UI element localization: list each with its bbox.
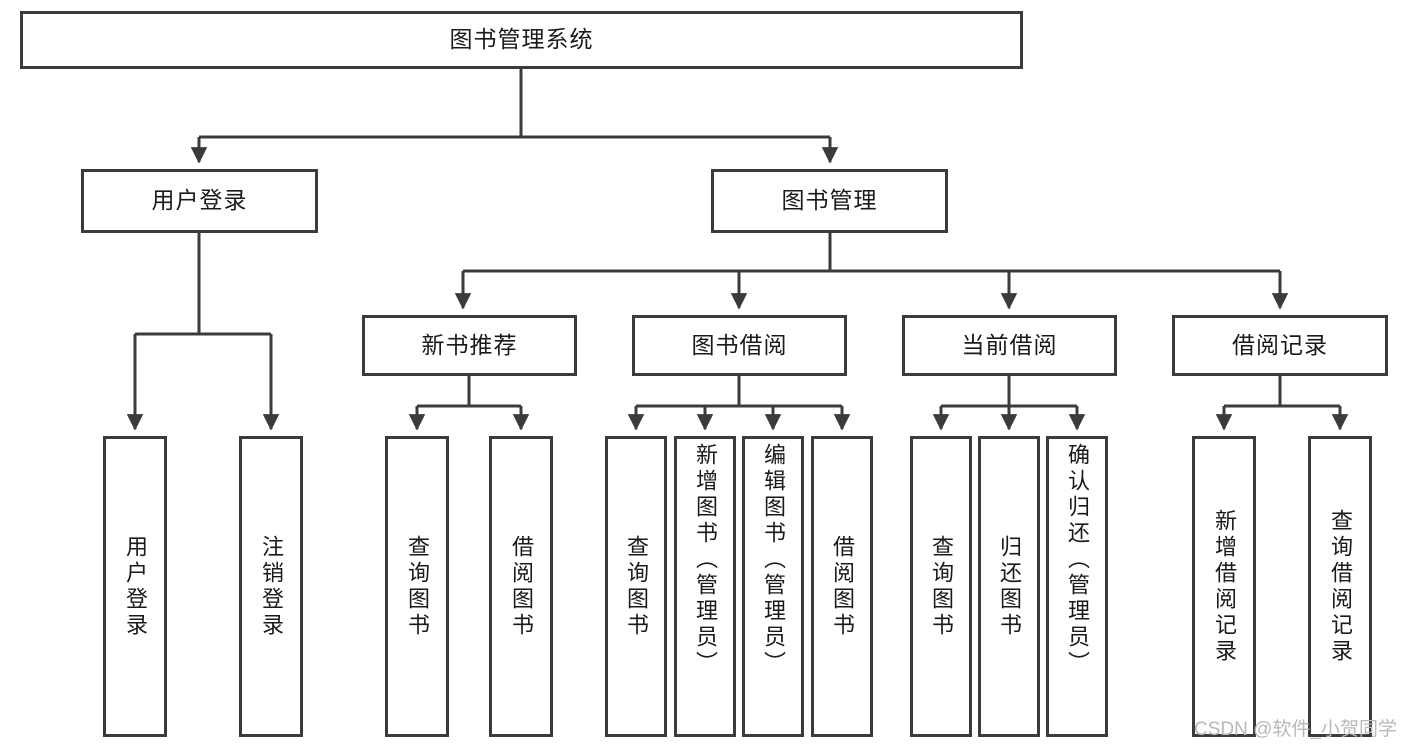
- node-root[interactable]: 图书管理系统: [20, 11, 1023, 69]
- node-leaf-query-book-2[interactable]: 查询图书: [605, 436, 667, 737]
- node-leaf-borrow-book-2[interactable]: 借阅图书: [811, 436, 873, 737]
- node-leaf-user-login[interactable]: 用户登录: [103, 436, 167, 737]
- node-leaf-user-login-label: 用户登录: [123, 534, 148, 639]
- node-leaf-add-book-label: 新增图书（管理员）: [693, 443, 718, 677]
- csdn-watermark: CSDN @软件_小贺同学: [1194, 719, 1397, 740]
- node-current-borrow-label: 当前借阅: [961, 331, 1058, 358]
- node-leaf-edit-book-label: 编辑图书（管理员）: [761, 443, 786, 677]
- node-leaf-return-book-label: 归还图书: [997, 534, 1022, 639]
- node-leaf-edit-book[interactable]: 编辑图书（管理员）: [742, 436, 804, 737]
- node-leaf-borrow-book-2-label: 借阅图书: [830, 534, 855, 639]
- node-borrow-record[interactable]: 借阅记录: [1172, 315, 1388, 376]
- node-leaf-borrow-book-1-label: 借阅图书: [509, 534, 534, 639]
- node-new-book-recommend[interactable]: 新书推荐: [362, 315, 577, 376]
- node-user-login-label: 用户登录: [151, 187, 248, 214]
- node-leaf-borrow-book-1[interactable]: 借阅图书: [489, 436, 553, 737]
- node-current-borrow[interactable]: 当前借阅: [902, 315, 1117, 376]
- node-leaf-query-book-3[interactable]: 查询图书: [910, 436, 972, 737]
- node-user-login[interactable]: 用户登录: [81, 169, 318, 233]
- node-leaf-query-book-2-label: 查询图书: [624, 534, 649, 639]
- node-book-borrow-label: 图书借阅: [691, 331, 788, 358]
- node-book-management[interactable]: 图书管理: [711, 169, 948, 233]
- node-leaf-query-book-1[interactable]: 查询图书: [385, 436, 449, 737]
- node-leaf-query-record[interactable]: 查询借阅记录: [1308, 436, 1372, 737]
- node-book-management-label: 图书管理: [781, 187, 878, 214]
- node-leaf-user-logout[interactable]: 注销登录: [239, 436, 303, 737]
- node-leaf-query-book-1-label: 查询图书: [405, 534, 430, 639]
- node-root-label: 图书管理系统: [449, 26, 594, 53]
- node-leaf-add-record-label: 新增借阅记录: [1212, 508, 1237, 665]
- node-leaf-add-record[interactable]: 新增借阅记录: [1192, 436, 1256, 737]
- node-leaf-return-book[interactable]: 归还图书: [978, 436, 1040, 737]
- node-book-borrow[interactable]: 图书借阅: [632, 315, 847, 376]
- node-leaf-query-record-label: 查询借阅记录: [1328, 508, 1353, 665]
- node-leaf-user-logout-label: 注销登录: [259, 534, 284, 639]
- node-leaf-confirm-return-label: 确认归还（管理员）: [1065, 443, 1090, 677]
- node-borrow-record-label: 借阅记录: [1232, 331, 1328, 358]
- node-leaf-confirm-return[interactable]: 确认归还（管理员）: [1046, 436, 1108, 737]
- node-leaf-add-book[interactable]: 新增图书（管理员）: [674, 436, 736, 737]
- node-new-book-recommend-label: 新书推荐: [421, 331, 518, 358]
- node-leaf-query-book-3-label: 查询图书: [929, 534, 954, 639]
